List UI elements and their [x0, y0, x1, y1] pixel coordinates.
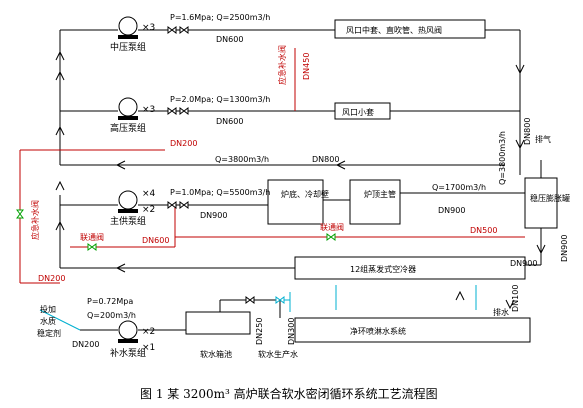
flow-main: P=1.0Mpa; Q=5500m3/h: [170, 188, 270, 197]
flow-return: Q=3800m3/h: [215, 155, 269, 164]
box-tuyere-set: 风口中套、直吹管、热风阀: [346, 25, 442, 35]
flow-medium: P=1.6Mpa; Q=2500m3/h: [170, 13, 270, 22]
box-hearth-pipe: 炉顶主管: [364, 189, 396, 199]
pipe-dn600-red: DN600: [142, 236, 169, 245]
pump-makeup-label: 补水泵组: [110, 347, 146, 359]
flow-high: P=2.0Mpa; Q=1300m3/h: [170, 95, 270, 104]
cyan-pipes: [39, 285, 477, 331]
label-emergency2: 应急补水阀: [30, 200, 40, 240]
label-soft-pool: 软水箱池: [200, 349, 232, 359]
box-expansion-tank: 稳压膨胀罐: [530, 193, 570, 203]
flow-vertical: Q=3800m3/h: [498, 131, 507, 185]
label-dosing1: 投加: [40, 304, 56, 314]
pipe-dn450: DN450: [302, 53, 311, 80]
pipe-dn250: DN250: [255, 318, 264, 345]
pipe-dn200-red: DN200: [170, 139, 197, 148]
pump-medium-count: ×3: [142, 23, 155, 33]
pipe-dn500: DN500: [470, 226, 497, 235]
label-drain: 排水: [493, 307, 509, 317]
box-tuyere-small: 风口小套: [342, 107, 374, 117]
flow-arrows: [55, 50, 546, 310]
pump-high-icon: [118, 97, 138, 120]
pipe-dn900-c: DN900: [560, 235, 569, 262]
pump-high-count: ×3: [142, 105, 155, 115]
pipe-dn600-a: DN600: [216, 35, 243, 44]
label-dosing3: 稳定剂: [37, 328, 61, 338]
pipe-dn900-b: DN900: [438, 206, 465, 215]
label-bypass2: 联通阀: [320, 222, 344, 232]
box-bosh-cool: 炉底、冷却壁: [281, 189, 329, 199]
pump-main-count1: ×4: [142, 189, 156, 199]
pump-main-icon: [118, 190, 138, 213]
pipe-dn800-top: DN800: [312, 155, 339, 164]
valves: [167, 26, 255, 304]
pump-makeup-icon: [118, 320, 138, 343]
label-soft-prod: 软水生产水: [258, 349, 298, 359]
pipe-dn200-bottom: DN200: [72, 340, 99, 349]
pipe-dn900-d: DN900: [510, 259, 537, 268]
label-emergency1: 应急补水阀: [277, 45, 287, 85]
main-pipes: [59, 19, 558, 343]
pipe-dn200-left: DN200: [38, 274, 65, 283]
pipe-dn800-right: DN800: [523, 118, 532, 145]
box-air-cooler: 12组蒸发式空冷器: [350, 264, 416, 274]
red-pipes: [19, 48, 525, 284]
green-valves: [16, 209, 336, 304]
pump-high-label: 高压泵组: [110, 122, 146, 134]
pump-medium-icon: [118, 16, 138, 39]
pipe-dn100: DN100: [511, 285, 520, 312]
label-exhaust: 排气: [535, 134, 551, 144]
label-dosing2: 水质: [40, 316, 56, 326]
pump-makeup-count2: ×1: [142, 343, 155, 353]
flow-makeup-p: P=0.72Mpa: [87, 297, 133, 306]
pump-main-count2: ×2: [142, 205, 155, 215]
pump-medium-label: 中压泵组: [110, 41, 146, 53]
box-purify: 净环喷淋水系统: [350, 326, 406, 336]
figure-caption: 图 1 某 3200m³ 高炉联合软水密闭循环系统工艺流程图: [140, 386, 438, 401]
pump-main-label: 主供泵组: [110, 215, 146, 227]
label-bypass1: 联通阀: [80, 232, 104, 242]
pump-makeup-count1: ×2: [142, 327, 155, 337]
flow-bosh: Q=1700m3/h: [432, 183, 486, 192]
pipe-dn600-b: DN600: [216, 117, 243, 126]
pipe-dn300: DN300: [287, 318, 296, 345]
pipe-dn900-a: DN900: [200, 211, 227, 220]
flow-makeup-q: Q=200m3/h: [87, 311, 136, 320]
